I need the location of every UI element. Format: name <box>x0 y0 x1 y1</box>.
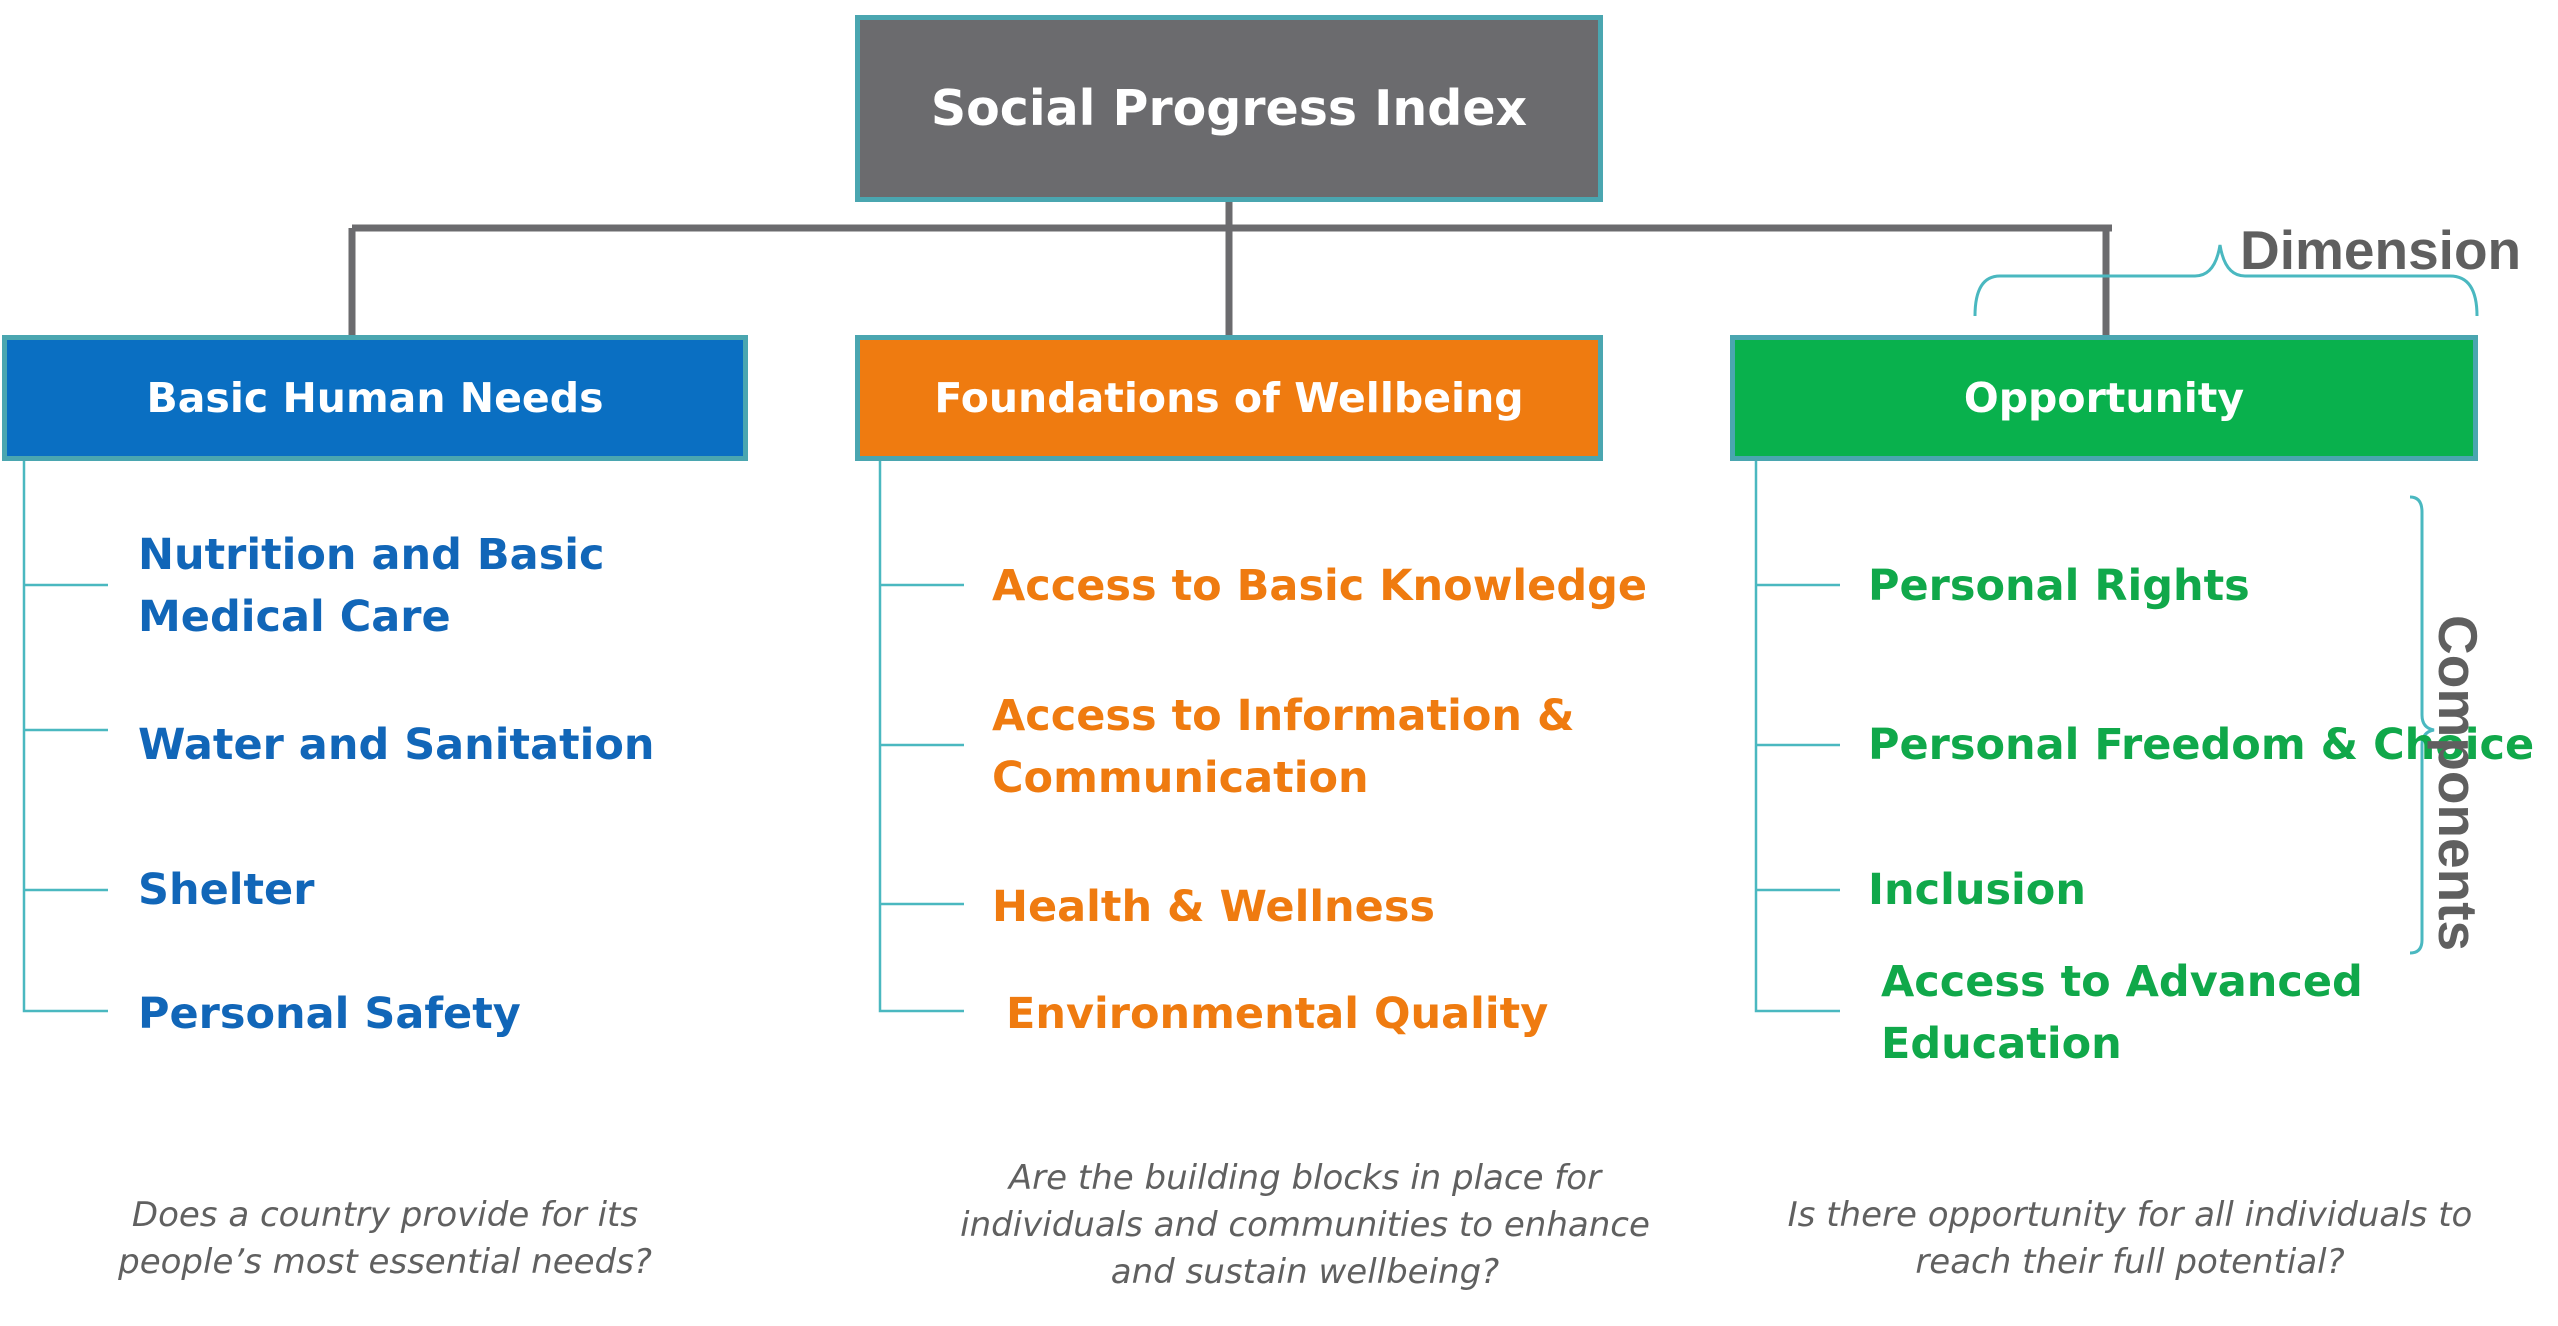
branch-bhn-trunk <box>22 461 108 1013</box>
question-basic-human-needs: Does a country provide for its people’s … <box>118 1195 652 1282</box>
dimension-opportunity: Opportunity <box>1730 335 2478 461</box>
components-label: Components <box>2427 615 2489 952</box>
dimension-title: Opportunity <box>1963 374 2245 422</box>
question-foundations-of-wellbeing: Are the building blocks in place for ind… <box>960 1158 1650 1292</box>
branch-opp-trunk <box>1754 461 1840 1013</box>
component-personal-rights: Personal Rights <box>1868 561 2250 611</box>
component-personal-safety: Personal Safety <box>138 989 521 1039</box>
component-nutrition: Nutrition and Basic Medical Care <box>138 530 605 642</box>
dimension-title: Basic Human Needs <box>146 374 604 422</box>
component-water: Water and Sanitation <box>138 720 655 770</box>
component-basic-knowledge: Access to Basic Knowledge <box>992 561 1648 611</box>
dimension-title: Foundations of Wellbeing <box>934 374 1524 422</box>
question-opportunity: Is there opportunity for all individuals… <box>1787 1195 2473 1282</box>
component-inclusion: Inclusion <box>1868 865 2086 915</box>
root-title: Social Progress Index <box>930 80 1528 137</box>
component-shelter: Shelter <box>138 865 315 915</box>
root-node: Social Progress Index <box>855 15 1603 202</box>
dimension-brace <box>1973 244 2479 317</box>
dimension-foundations-of-wellbeing: Foundations of Wellbeing <box>855 335 1603 461</box>
component-environmental-quality: Environmental Quality <box>1006 989 1549 1039</box>
dimension-basic-human-needs: Basic Human Needs <box>2 335 748 461</box>
component-health-wellness: Health & Wellness <box>992 882 1436 932</box>
dimension-label: Dimension <box>2240 219 2522 281</box>
component-information-communication: Access to Information & Communication <box>992 691 1575 803</box>
component-advanced-education: Access to Advanced Education <box>1881 957 2363 1069</box>
components-brace <box>2409 495 2435 955</box>
component-personal-freedom: Personal Freedom & Choice <box>1868 720 2535 770</box>
branch-fow-trunk <box>878 461 964 1013</box>
